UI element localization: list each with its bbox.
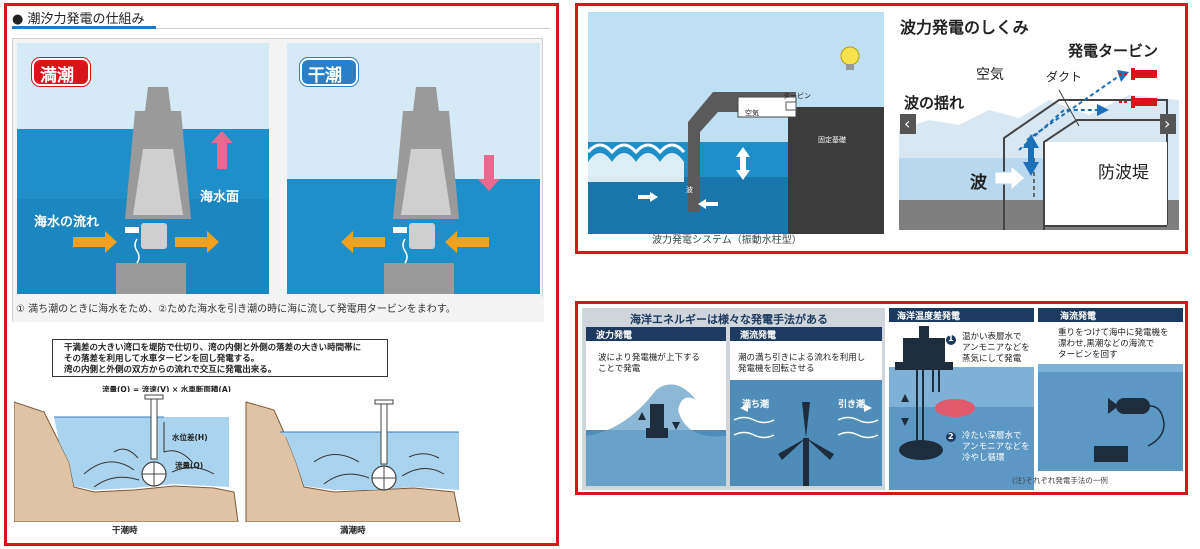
otec-card-header	[889, 308, 1034, 322]
ocean-current-card-top	[1038, 322, 1183, 364]
prev-slide-button[interactable]	[900, 114, 916, 134]
otec-step1-number: 1	[948, 334, 954, 343]
cross-section-drawings	[14, 392, 461, 522]
ocean-current-card-title: 海流発電	[1060, 312, 1097, 322]
low-tide-badge-label: 干潮	[308, 66, 342, 86]
wave-power-title: 波力発電のしくみ	[900, 18, 1029, 37]
title-rule	[156, 28, 550, 29]
duct-label: ダクト	[1046, 70, 1083, 84]
wave-power-card-title: 波力発電	[596, 331, 633, 341]
otec-step2-number: 2	[948, 432, 954, 441]
tidal-illustration-box	[12, 38, 544, 322]
ocean-current-text-3: タービンを回す	[1058, 350, 1118, 360]
tidal-current-card-header	[730, 327, 882, 341]
ocean-panel-frame	[575, 301, 1188, 495]
rise-arrow	[211, 131, 233, 169]
fall-arrow	[478, 155, 500, 191]
flow-arrow	[341, 231, 385, 253]
otec-card-title: 海洋温度差発電	[897, 312, 961, 322]
flow-label: 流量(Q)	[175, 461, 204, 470]
wave-label: 波	[970, 173, 987, 193]
seawater-flow-label: 海水の流れ	[34, 215, 100, 230]
ebb-tide-label: 引き潮	[838, 400, 866, 410]
wave-panel-frame	[575, 3, 1188, 254]
ocean-current-text-1: 重りをつけて海中に発電機を	[1058, 328, 1169, 338]
otec-step1-line-1: 温かい表層水で	[962, 332, 1022, 342]
wave-power-mechanism-diagram	[899, 30, 1179, 230]
sea-surface-label: 海水面	[200, 190, 240, 205]
description-box	[52, 339, 388, 377]
next-slide-button[interactable]	[1160, 114, 1176, 134]
tidal-panel-frame	[4, 3, 559, 546]
wave-power-text-2: ことで発電	[598, 364, 641, 374]
description-line-3: 湾の内側と外側の双方からの流れで交互に発電出来る。	[64, 365, 277, 375]
flow-arrow	[73, 231, 117, 253]
flow-formula: 流量(Q) = 流速(V) × 水車断面積(A)	[102, 385, 232, 394]
high-tide-badge-label: 満潮	[40, 66, 74, 86]
high-tide-time-caption: 満潮時	[340, 526, 366, 536]
wave-arrow-left	[638, 192, 658, 202]
wave-power-card-illustration	[586, 384, 726, 486]
ocean-current-text-2: 漂わせ,黒潮などの海流で	[1058, 339, 1155, 349]
flow-arrow	[445, 231, 489, 253]
tidal-current-card-illustration	[730, 380, 882, 486]
air-label: 空気	[976, 67, 1004, 83]
wave-power-card-header	[586, 327, 726, 341]
high-tide-badge	[32, 58, 90, 86]
title-underline	[12, 26, 156, 29]
chevron-right-icon: ›	[1164, 114, 1171, 133]
ocean-footnote: (注)それぞれ発電手法の一例	[1012, 476, 1108, 485]
generator-turbine-label: 発電タービン	[1068, 42, 1159, 60]
tidal-current-text-2: 発電機を回転させる	[738, 364, 815, 374]
chevron-left-icon: ‹	[904, 114, 911, 133]
wave-sway-arrow	[1023, 134, 1039, 176]
wave-sway-label: 波の揺れ	[904, 94, 965, 112]
wave-oscillating-column-illustration	[588, 12, 884, 234]
ocean-current-card-header	[1038, 308, 1183, 322]
tidal-illustration	[13, 43, 544, 322]
otec-step2-line-2: アンモニアなどを	[962, 442, 1030, 452]
tidal-caption: ① 満ち潮のときに海水をため、②ためた海水を引き潮の時に海に流して発電用タービン…	[16, 304, 456, 315]
tidal-section-title: ● 潮汐力発電の仕組み	[12, 12, 145, 27]
description-line-1: 干満差の大きい湾口を堤防で仕切り、湾の内側と外側の落差の大きい時間帯に	[64, 343, 362, 353]
otec-step2-line-1: 冷たい深層水で	[962, 431, 1022, 441]
ocean-header: 海洋エネルギーは様々な発電手法がある	[630, 313, 828, 326]
otec-step2-line-3: 冷やし循環	[962, 453, 1005, 463]
wave-power-text-1: 波により発電機が上下する	[598, 353, 700, 363]
fixed-base-label: 固定基礎	[818, 136, 846, 144]
air-small-label: 空気	[745, 109, 759, 117]
low-tide-time-caption: 干潮時	[112, 526, 138, 536]
ocean-current-card-illustration	[1038, 364, 1183, 471]
flood-tide-label: 満ち潮	[742, 400, 770, 410]
tidal-current-text-1: 潮の満ち引きによる流れを利用し	[738, 353, 866, 363]
low-tide-badge	[300, 58, 358, 86]
otec-card-illustration	[889, 326, 1034, 490]
description-line-2: その落差を利用して水車タービンを回し発電する。	[64, 354, 260, 364]
turbine-small-label: タービン	[783, 92, 811, 100]
wave-in-arrow	[994, 164, 1026, 192]
tidal-current-card-title: 潮流発電	[740, 331, 777, 341]
flow-arrow	[175, 231, 219, 253]
oscillation-arrow	[736, 147, 750, 180]
breakwater-label: 防波堤	[1098, 163, 1149, 183]
head-label: 水位差(H)	[172, 433, 208, 442]
wave-small-label: 波	[686, 186, 693, 194]
otec-step1-line-3: 蒸気にして発電	[962, 354, 1022, 364]
otec-step1-line-2: アンモニアなどを	[962, 343, 1030, 353]
wave-arrow-right	[698, 199, 718, 209]
wave-system-caption: 波力発電システム（振動水柱型）	[652, 235, 802, 246]
